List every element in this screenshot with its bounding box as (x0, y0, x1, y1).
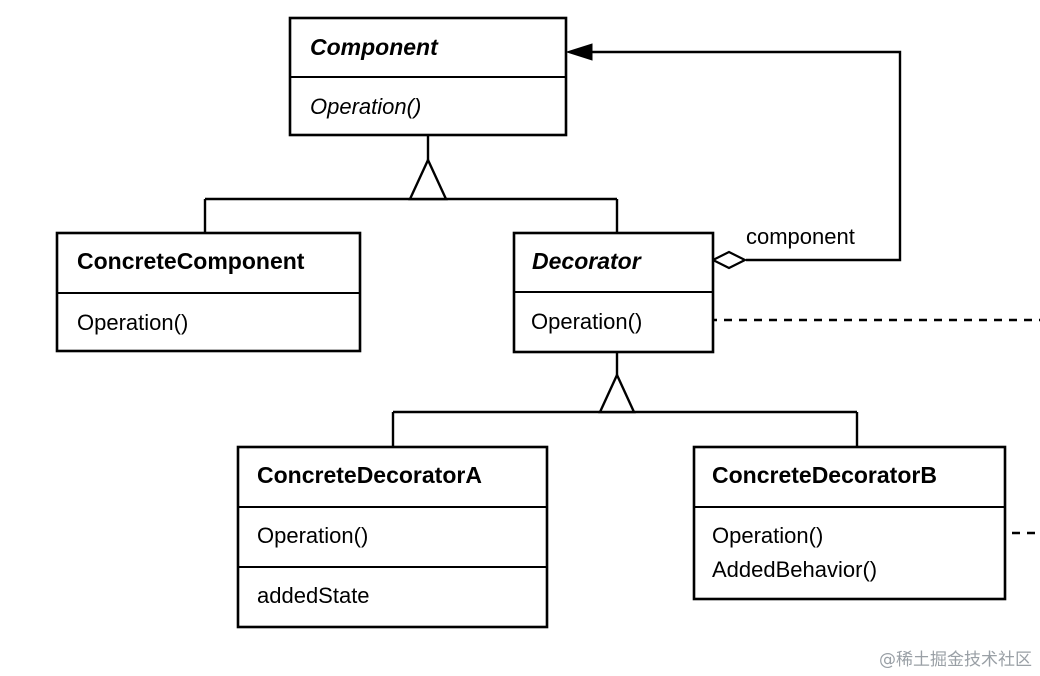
class-concrete-component: ConcreteComponent Operation() (55, 231, 362, 353)
association-role-label: component (746, 224, 855, 249)
arrow-head (565, 43, 593, 61)
aggregation-diamond (710, 250, 748, 270)
generalization-decorator (391, 352, 859, 447)
inheritance-triangle (598, 372, 636, 414)
attribute: addedState (257, 583, 370, 608)
operation: Operation() (310, 94, 421, 119)
class-name: Decorator (532, 248, 642, 274)
note-connector-decorator (678, 312, 1040, 328)
class-name: Component (310, 34, 439, 60)
class-concrete-decorator-b: ConcreteDecoratorB Operation() AddedBeha… (692, 445, 1007, 601)
operation: Operation() (77, 310, 188, 335)
class-name: ConcreteDecoratorB (712, 462, 937, 488)
operation: AddedBehavior() (712, 557, 877, 582)
watermark: @稀土掘金技术社区 (879, 650, 1032, 670)
operation: Operation() (712, 523, 823, 548)
aggregation-component-link: component (565, 43, 902, 270)
class-component: Component Operation() (288, 16, 568, 137)
operation: Operation() (257, 523, 368, 548)
class-name: ConcreteDecoratorA (257, 462, 482, 488)
class-concrete-decorator-a: ConcreteDecoratorA Operation() addedStat… (236, 445, 549, 629)
generalization-component (203, 135, 619, 233)
operation: Operation() (531, 309, 642, 334)
inheritance-triangle (408, 157, 448, 201)
class-decorator: Decorator Operation() (512, 231, 715, 354)
class-name: ConcreteComponent (77, 248, 305, 274)
